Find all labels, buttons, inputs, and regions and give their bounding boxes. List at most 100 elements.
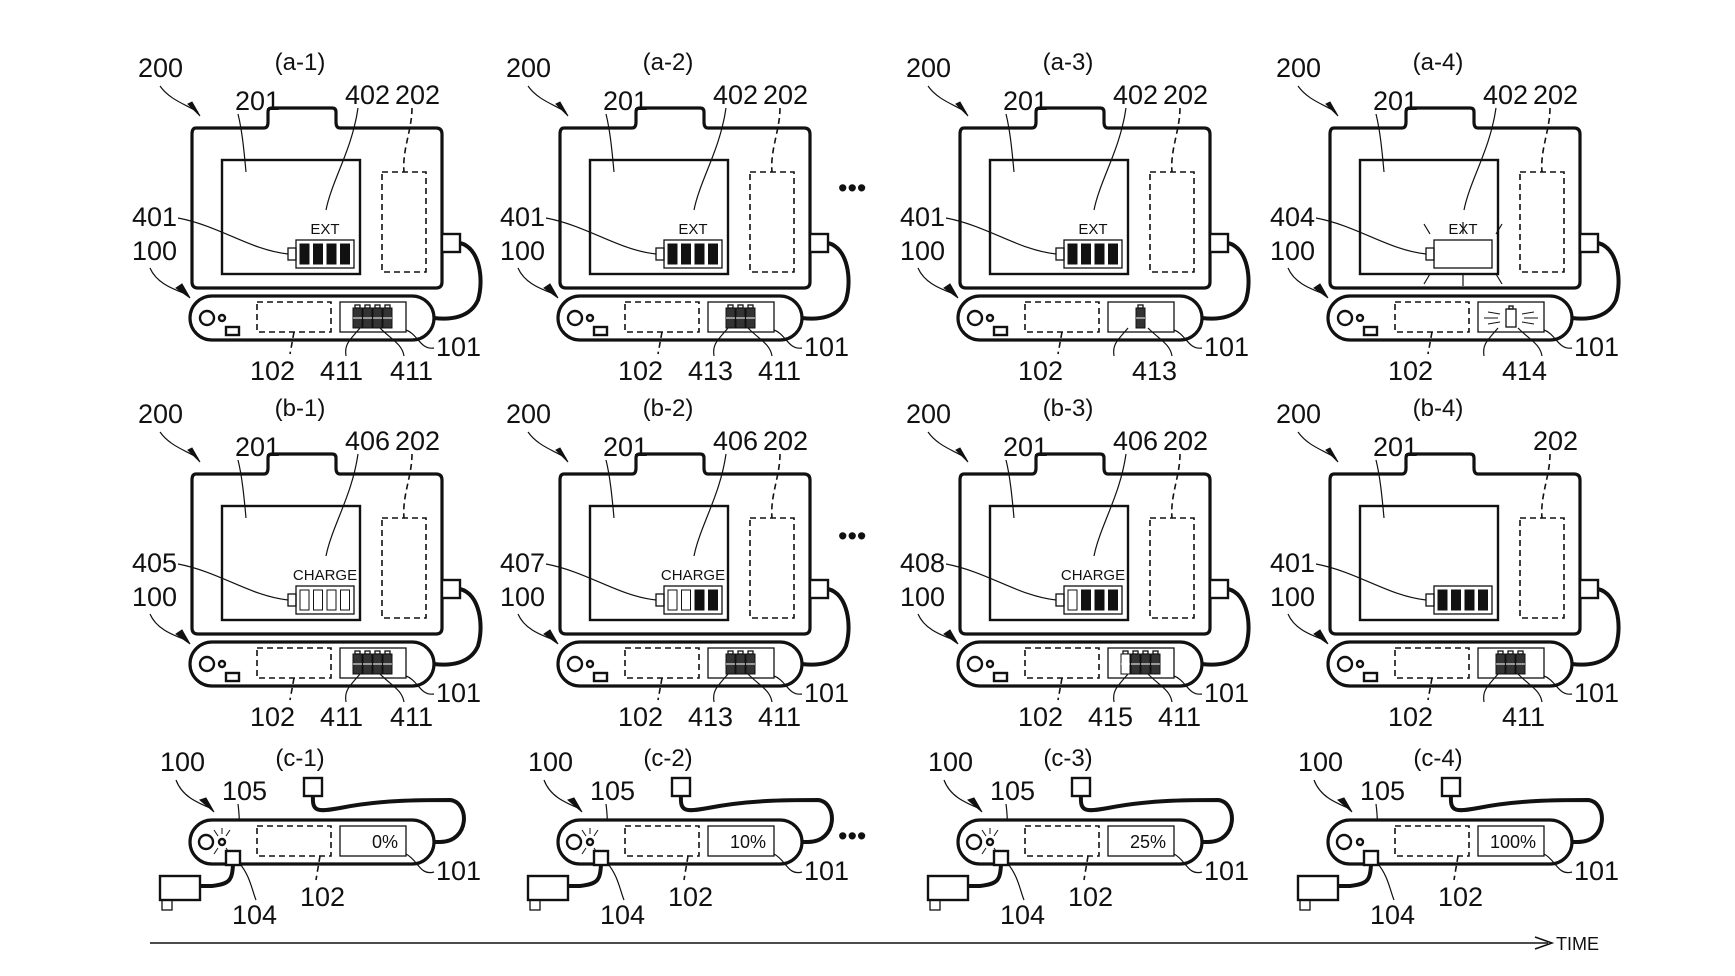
pack-button	[966, 655, 984, 673]
panel-title: (a-1)	[275, 49, 326, 76]
ac-adapter-prongs	[1299, 899, 1311, 911]
battery-cell-filled	[681, 243, 691, 265]
adapter-cable	[200, 864, 235, 888]
ref-label-input-port: 104	[1370, 900, 1415, 930]
battery-cell-filled	[1081, 589, 1091, 611]
battery-cell-filled	[1094, 589, 1105, 611]
display-status-text: CHARGE	[661, 567, 725, 584]
camera-plug	[1070, 776, 1092, 798]
ref-label-battery-pack: 100	[500, 236, 545, 266]
ref-label-bottom: 411	[1502, 702, 1545, 732]
ref-label-bottom: 411	[320, 356, 363, 386]
leader-pack-display	[405, 329, 435, 349]
ref-label-camera: 200	[506, 399, 551, 429]
ref-label-display: 201	[235, 86, 280, 116]
led-blink-ray	[213, 829, 219, 837]
led-blink-ray	[981, 847, 987, 855]
leader-input-port	[1377, 863, 1395, 901]
ref-label-battery-pack: 100	[900, 582, 945, 612]
display-status-text: CHARGE	[1061, 567, 1125, 584]
ref-label-display: 201	[603, 86, 648, 116]
leader-indicator	[1113, 673, 1129, 703]
camera-display	[588, 158, 730, 276]
panel-title: (a-4)	[1413, 49, 1464, 76]
pack-display	[339, 301, 407, 333]
ref-label-bottom: 102	[618, 356, 663, 386]
leader-indicator	[1113, 327, 1129, 357]
battery-cell-filled	[694, 243, 705, 265]
ref-label-battery-pack: 100	[500, 582, 545, 612]
blink-ray	[1487, 321, 1501, 325]
leader-compartment	[1453, 855, 1459, 881]
arrowhead-icon	[1337, 797, 1353, 813]
pack-port	[992, 671, 1009, 683]
pack-port	[592, 671, 609, 683]
leader-pack-display	[773, 329, 803, 349]
pack-button	[1335, 833, 1353, 851]
pack-display	[339, 825, 407, 857]
ref-label-camera: 200	[1276, 399, 1321, 429]
pack-port	[1362, 325, 1379, 337]
pack-percent-text: 25%	[1130, 832, 1166, 852]
ref-label-pack-display: 101	[804, 332, 849, 362]
ref-label-display: 201	[1373, 86, 1418, 116]
pack-display	[707, 647, 775, 679]
ref-label-pack-display: 101	[1574, 856, 1619, 886]
battery-cell-filled	[1067, 243, 1078, 265]
ref-label-battery-pack: 100	[928, 747, 973, 777]
ref-label-battery-pack: 100	[528, 747, 573, 777]
leader-pack-display	[405, 853, 435, 874]
led-blink-ray	[593, 829, 599, 837]
pack-display	[707, 825, 775, 857]
battery-cell-filled	[1094, 243, 1105, 265]
battery-cell-filled	[667, 243, 678, 265]
arrowhead-icon	[175, 629, 191, 645]
battery-pack-body	[1326, 294, 1574, 342]
led-blink-ray	[981, 829, 987, 837]
camera-display	[588, 504, 730, 622]
ref-label-pack-display: 101	[436, 332, 481, 362]
ref-label-pack-compartment: 102	[668, 882, 713, 912]
ref-label-battery-icon: 401	[1270, 548, 1315, 578]
leader-compartment-bottom	[289, 331, 295, 355]
ref-label-pack-compartment: 102	[1438, 882, 1483, 912]
leader-status-text	[693, 453, 727, 557]
pack-led	[1355, 837, 1365, 847]
ref-label-battery-icon: 408	[900, 548, 945, 578]
battery-cell-filled	[313, 243, 323, 265]
display-status-text: EXT	[678, 221, 707, 238]
usb-cable	[1201, 587, 1251, 667]
leader-pack-display	[1173, 853, 1203, 874]
pack-led	[1355, 659, 1365, 669]
ac-adapter-icon	[926, 874, 970, 902]
ref-label-display: 201	[1003, 432, 1048, 462]
panel-title: (b-3)	[1043, 395, 1094, 422]
leader-indicator	[1147, 673, 1173, 703]
battery-icon	[295, 585, 355, 615]
usb-cable	[801, 241, 851, 321]
leader-status-text	[325, 453, 359, 557]
ac-adapter-icon	[526, 874, 570, 902]
leader-pack-display	[1543, 675, 1573, 695]
leader-indicator	[345, 327, 361, 357]
battery-cell-empty	[299, 589, 310, 611]
pack-button	[566, 655, 584, 673]
ref-label-bottom: 102	[1388, 702, 1433, 732]
ref-label-status-text: 402	[1483, 80, 1528, 110]
arrowhead-icon	[1313, 283, 1329, 299]
blink-ray	[1495, 273, 1503, 285]
arrowhead-icon	[175, 283, 191, 299]
camera-display	[988, 504, 1130, 622]
ref-label-compartment: 202	[763, 426, 808, 456]
leader-compartment	[770, 453, 781, 519]
arrowhead-icon	[199, 797, 215, 813]
ellipsis-c: •••	[838, 821, 866, 851]
usb-cable	[1571, 587, 1621, 667]
ref-label-camera: 200	[506, 53, 551, 83]
ref-label-display: 201	[1003, 86, 1048, 116]
leader-display	[1005, 459, 1015, 519]
ellipsis-row-a: •••	[838, 173, 866, 203]
led-blink-ray	[993, 829, 999, 837]
